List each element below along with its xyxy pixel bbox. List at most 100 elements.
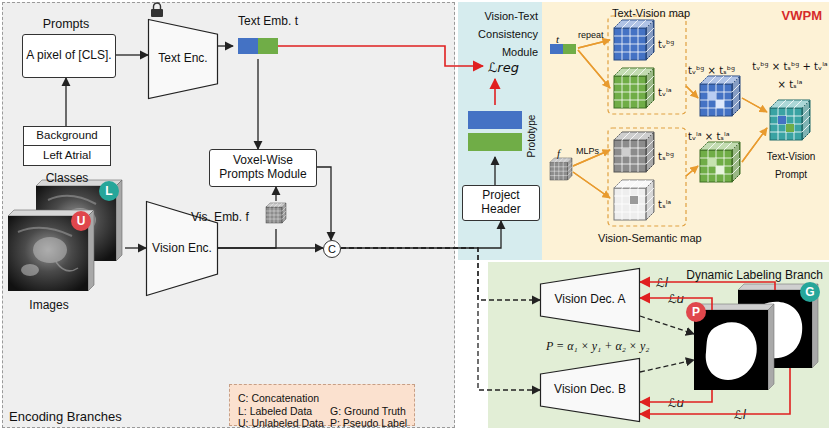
legend-box: C: ConcatenationL: Labeled Data G: Ground… — [229, 384, 415, 426]
text-holder: Prompts — [13, 14, 119, 32]
annotation-label: repeat — [578, 30, 604, 40]
region-title: Dynamic Labeling Branch — [686, 268, 823, 282]
node-label: Prompts — [43, 17, 90, 31]
text-holder: U — [71, 211, 91, 231]
annotation-label: tᵥᵇᵍ × tₛᵇᵍ + tᵥˡᵃ × tₛˡᵃ — [752, 61, 828, 90]
text-holder: Text-Vision Prompt — [756, 146, 826, 182]
text-holder: G — [800, 282, 820, 302]
node-label: Background — [36, 129, 97, 142]
text-holder: ℒl — [732, 405, 748, 423]
decoder-trapezoid: Vision Dec. A — [540, 268, 640, 332]
class-box: Left Atrial — [23, 146, 111, 166]
badge-letter: L — [99, 181, 119, 201]
text-holder: tₛˡᵃ — [658, 194, 671, 212]
text-holder: tᵥˡᵃ × tₛˡᵃ — [688, 126, 730, 144]
prompt-box: PromptsA pixel of [CLS]. — [22, 34, 116, 78]
node-label: Project Header — [463, 189, 539, 217]
annotation-label: t — [556, 33, 559, 45]
text-holder: Images — [9, 295, 89, 313]
region-title: Encoding Branches — [9, 409, 122, 424]
text-holder: f — [557, 143, 560, 161]
node-label: Text Enc. — [158, 52, 207, 66]
embedding: Text Emb. t — [233, 9, 303, 59]
node-label: Text Emb. t — [238, 14, 298, 28]
node-label: Classes — [46, 171, 89, 185]
text-holder: VWPM — [742, 6, 822, 24]
annotation-label: tᵥᵇᵍ × tₛᵇᵍ — [688, 65, 735, 76]
text-holder: tᵥᵇᵍ × tₛᵇᵍ + tᵥˡᵃ × tₛˡᵃ — [752, 56, 828, 92]
node-label: C — [328, 243, 336, 256]
encoder-trapezoid: Text Enc. — [148, 19, 218, 99]
annotation-label: tᵥˡᵃ — [658, 87, 672, 98]
node-label: Vision Dec. A — [554, 293, 625, 307]
annotation-label: MLPs — [576, 146, 599, 156]
class-box: Background — [23, 126, 111, 146]
loss-label: ℒl — [732, 408, 748, 422]
badge-letter: G — [800, 282, 820, 302]
node-label: G: Ground Truth — [330, 405, 406, 417]
text-holder: Text-Vision map — [612, 3, 690, 21]
text-holder: t — [556, 29, 559, 47]
loss-label: ℒl — [654, 276, 670, 290]
loss-label: ℒu — [666, 292, 686, 306]
decoder-trapezoid-outline — [541, 359, 640, 422]
node-label: P: Pseudo Label — [330, 417, 407, 429]
process-box: Project Header — [462, 185, 540, 221]
text-holder: ℒu — [666, 393, 686, 411]
annotation-label: Text-Vision map — [612, 7, 690, 19]
region-panel: VWPM — [542, 2, 829, 260]
node-label: C: Concatenation — [238, 392, 319, 404]
text-holder: MLPs — [576, 140, 599, 158]
badge-letter: P — [686, 302, 706, 322]
node-label: Vis. Emb. f — [191, 210, 249, 224]
text-holder: tᵥˡᵃ — [658, 82, 672, 100]
text-holder: tₛᵇᵍ — [658, 146, 674, 164]
encoder-trapezoid-outline — [149, 20, 218, 99]
node-label: Vision Enc. — [152, 242, 212, 256]
ground-truth-mask: G — [738, 290, 812, 368]
region-title: VWPM — [782, 8, 822, 23]
text-holder: P — [686, 302, 706, 322]
node-label: Vision Dec. B — [554, 383, 626, 397]
text-holder: Text Emb. t — [233, 11, 303, 29]
text-holder: L — [99, 181, 119, 201]
text-holder: repeat — [578, 24, 604, 42]
region-panel: Encoding BranchesPromptsA pixel of [CLS]… — [2, 2, 455, 428]
annotation-label: f — [557, 147, 560, 159]
embedding: Vis. Emb. f — [191, 201, 291, 229]
badge-letter: U — [71, 211, 91, 231]
image-stack: ImagesLU — [9, 187, 125, 311]
node-label: L: Labeled Data — [238, 405, 312, 417]
annotation-label: ℒreg — [488, 60, 519, 75]
node-label: Images — [29, 298, 68, 312]
annotation-label: tᵥˡᵃ × tₛˡᵃ — [688, 131, 730, 142]
region-title: Vision-Text Consistency Module — [478, 10, 538, 58]
node-label: U: Unlabeled Data — [238, 417, 324, 429]
image-slice: U — [9, 217, 89, 292]
annotation-label: tᵥᵇᵍ — [658, 39, 674, 50]
text-holder: ℒl — [654, 273, 670, 291]
annotation-label: tₛˡᵃ — [658, 199, 671, 210]
class-group: Classes BackgroundLeft Atrial — [23, 126, 111, 182]
prototype: Prototype — [464, 105, 540, 157]
annotation-label: Vision-Semantic map — [598, 232, 702, 244]
text-holder: Vision-Semantic map — [598, 228, 702, 246]
annotation-label: Text-Vision Prompt — [767, 151, 816, 180]
concat-circle: C — [323, 240, 341, 258]
node-label: Prototype — [526, 115, 538, 158]
text-holder: ℒreg — [488, 58, 519, 76]
node-label: Left Atrial — [43, 149, 91, 162]
text-holder: P = α₁ × y₁ + α₂ × y₂ — [546, 336, 649, 354]
text-holder: tᵥᵇᵍ — [658, 34, 674, 52]
node-label: Voxel-Wise Prompts Module — [210, 154, 316, 182]
text-holder: G: Ground Truth — [330, 401, 406, 419]
annotation-label: tₛᵇᵍ — [658, 151, 674, 162]
node-label: A pixel of [CLS]. — [26, 49, 111, 63]
text-holder: C: Concatenation — [238, 388, 319, 406]
loss-label: ℒu — [666, 396, 686, 410]
text-holder: ℒu — [666, 289, 686, 307]
module-box: Voxel-Wise Prompts Module — [209, 149, 317, 187]
text-holder: Encoding Branches — [9, 407, 122, 425]
decoder-trapezoid: Vision Dec. B — [540, 358, 640, 422]
